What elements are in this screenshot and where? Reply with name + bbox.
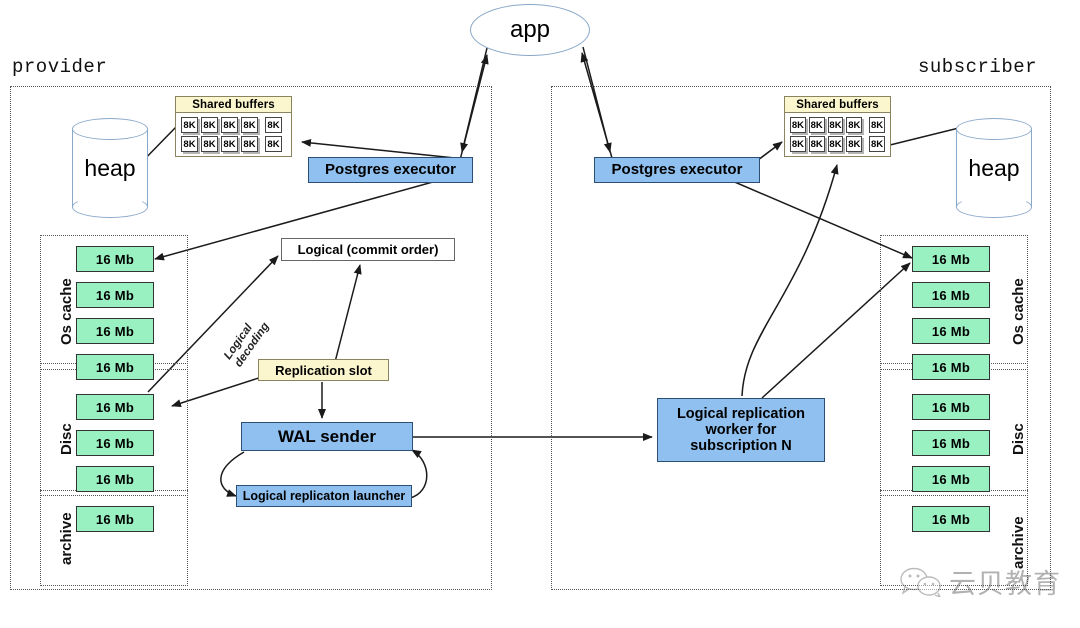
- app-label: app: [509, 16, 551, 43]
- provider-wal-segment[interactable]: 16 Mb: [76, 394, 154, 420]
- worker-line-1: Logical replication: [676, 405, 806, 422]
- provider-disc-label: Disc: [58, 423, 75, 455]
- buffer-block: 8K: [846, 136, 863, 152]
- logical-replication-launcher-box[interactable]: Logical replicaton launcher: [236, 485, 412, 507]
- buffer-block: 8K: [869, 136, 885, 152]
- worker-line-3: subscription N: [690, 438, 792, 455]
- wal-sender-label: WAL sender: [278, 426, 376, 446]
- subscriber-shared-buffers-header: Shared buffers: [784, 96, 891, 113]
- buffer-block: 8K: [869, 117, 885, 133]
- buffer-block: 8K: [827, 136, 844, 152]
- heap-cylinder-top: [956, 118, 1032, 140]
- subscriber-wal-segment[interactable]: 16 Mb: [912, 282, 990, 308]
- subscriber-heap[interactable]: heap: [956, 118, 1032, 218]
- subscriber-shared-buffers[interactable]: Shared buffers 8K 8K 8K 8K 8K 8K 8K 8K 8…: [784, 96, 891, 157]
- buffer-block: 8K: [808, 117, 825, 133]
- buffer-block: 8K: [181, 117, 198, 133]
- subscriber-wal-segment[interactable]: 16 Mb: [912, 466, 990, 492]
- logical-commit-order-label: Logical (commit order): [297, 242, 439, 257]
- subscriber-disc-label: Disc: [1010, 423, 1027, 455]
- subscriber-wal-segment[interactable]: 16 Mb: [912, 394, 990, 420]
- buffer-block: 8K: [241, 136, 258, 152]
- heap-cylinder-bottom: [956, 196, 1032, 218]
- buffer-row: 8K 8K 8K 8K 8K: [790, 136, 885, 152]
- buffer-row: 8K 8K 8K 8K 8K: [181, 117, 286, 133]
- provider-heap-label: heap: [84, 154, 136, 181]
- buffer-block: 8K: [201, 117, 218, 133]
- logical-replication-worker-box[interactable]: Logical replication worker for subscript…: [657, 398, 825, 462]
- subscriber-wal-segment[interactable]: 16 Mb: [912, 506, 990, 532]
- provider-wal-segment[interactable]: 16 Mb: [76, 282, 154, 308]
- buffer-block: 8K: [265, 136, 282, 152]
- provider-heap[interactable]: heap: [72, 118, 148, 218]
- logical-commit-order-box[interactable]: Logical (commit order): [281, 238, 455, 261]
- buffer-row: 8K 8K 8K 8K 8K: [181, 136, 286, 152]
- wechat-icon: [900, 567, 941, 597]
- subscriber-wal-segment[interactable]: 16 Mb: [912, 430, 990, 456]
- subscriber-executor-label: Postgres executor: [611, 160, 743, 178]
- watermark: 云贝教育: [900, 562, 1061, 601]
- buffer-block: 8K: [790, 136, 806, 152]
- heap-cylinder-body: [956, 129, 1032, 207]
- wal-sender-box[interactable]: WAL sender: [241, 422, 413, 451]
- provider-wal-segment[interactable]: 16 Mb: [76, 354, 154, 380]
- buffer-block: 8K: [221, 136, 238, 152]
- buffer-block: 8K: [827, 117, 844, 133]
- replication-slot-label: Replication slot: [275, 362, 372, 378]
- subscriber-heap-label: heap: [968, 154, 1020, 181]
- buffer-block: 8K: [181, 136, 198, 152]
- provider-container: [10, 86, 492, 590]
- provider-wal-segment[interactable]: 16 Mb: [76, 506, 154, 532]
- provider-wal-segment[interactable]: 16 Mb: [76, 466, 154, 492]
- buffer-block: 8K: [241, 117, 258, 133]
- subscriber-wal-segment[interactable]: 16 Mb: [912, 246, 990, 272]
- provider-postgres-executor[interactable]: Postgres executor: [308, 157, 473, 183]
- provider-wal-segment[interactable]: 16 Mb: [76, 246, 154, 272]
- buffer-block: 8K: [808, 136, 825, 152]
- buffer-block: 8K: [265, 117, 282, 133]
- heap-cylinder-bottom: [72, 196, 148, 218]
- app-node[interactable]: app: [470, 4, 590, 56]
- watermark-text: 云贝教育: [949, 569, 1061, 600]
- subscriber-wal-segment[interactable]: 16 Mb: [912, 318, 990, 344]
- provider-shared-buffers-body: 8K 8K 8K 8K 8K 8K 8K 8K 8K 8K: [175, 113, 292, 157]
- buffer-block: 8K: [201, 136, 218, 152]
- provider-title: provider: [12, 56, 108, 78]
- provider-wal-segment[interactable]: 16 Mb: [76, 430, 154, 456]
- subscriber-wal-segment[interactable]: 16 Mb: [912, 354, 990, 380]
- provider-archive-label: archive: [58, 512, 75, 565]
- logical-replication-launcher-label: Logical replicaton launcher: [242, 489, 406, 503]
- buffer-block: 8K: [221, 117, 238, 133]
- subscriber-container: [551, 86, 1051, 590]
- subscriber-title: subscriber: [918, 56, 1038, 78]
- subscriber-postgres-executor[interactable]: Postgres executor: [594, 157, 760, 183]
- replication-slot-box[interactable]: Replication slot: [258, 359, 389, 381]
- buffer-block: 8K: [846, 117, 863, 133]
- provider-shared-buffers[interactable]: Shared buffers 8K 8K 8K 8K 8K 8K 8K 8K 8…: [175, 96, 292, 157]
- subscriber-oscache-label: Os cache: [1010, 278, 1027, 345]
- buffer-row: 8K 8K 8K 8K 8K: [790, 117, 885, 133]
- subscriber-shared-buffers-body: 8K 8K 8K 8K 8K 8K 8K 8K 8K 8K: [784, 113, 891, 157]
- provider-executor-label: Postgres executor: [325, 160, 456, 178]
- provider-wal-segment[interactable]: 16 Mb: [76, 318, 154, 344]
- worker-line-2: worker for: [705, 421, 777, 438]
- buffer-block: 8K: [790, 117, 806, 133]
- heap-cylinder-top: [72, 118, 148, 140]
- heap-cylinder-body: [72, 129, 148, 207]
- provider-oscache-label: Os cache: [58, 278, 75, 345]
- provider-shared-buffers-header: Shared buffers: [175, 96, 292, 113]
